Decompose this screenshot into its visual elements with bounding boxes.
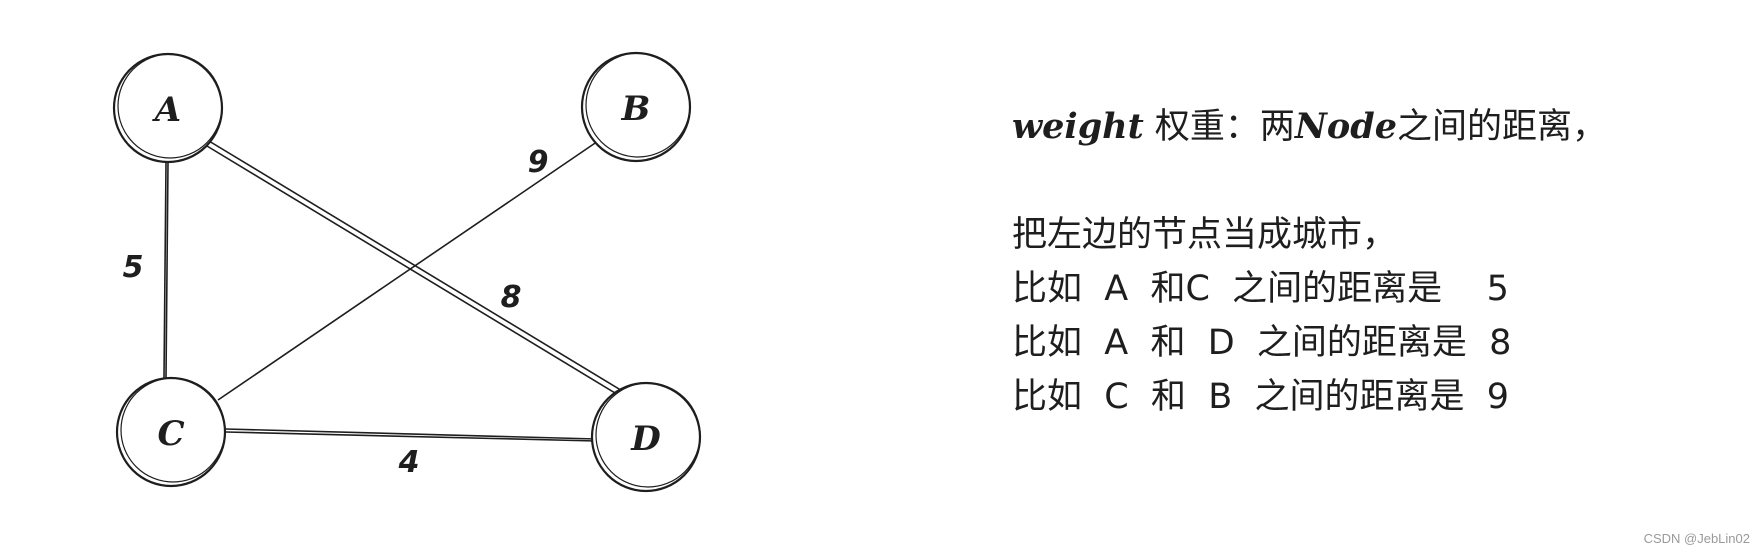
weight-text-a: 权重：两	[1143, 107, 1295, 147]
note-example-c-b: 比如 C 和 B 之间的距离是 9	[1012, 377, 1509, 417]
edge-weight-c-d: 4	[398, 445, 420, 480]
edge-weight-a-d: 8	[501, 280, 522, 315]
notes-panel: weight 权重：两Node之间的距离， 把左边的节点当成城市， 比如 A 和…	[1012, 100, 1712, 424]
node-term: Node	[1294, 106, 1397, 147]
node-label-a: A	[152, 90, 181, 130]
weighted-graph-diagram: A B C D 5 8 9 4	[112, 51, 702, 493]
node-label-d: D	[630, 419, 661, 459]
note-example-a-c: 比如 A 和C 之间的距离是 5	[1012, 269, 1509, 309]
node-a: A	[112, 52, 224, 164]
edge-a-c	[163, 162, 167, 379]
note-example-a-d: 比如 A 和 D 之间的距离是 8	[1012, 323, 1512, 363]
node-c: C	[115, 376, 227, 488]
node-b: B	[580, 51, 692, 163]
edge-a-d	[203, 137, 625, 393]
node-label-b: B	[621, 89, 651, 129]
weight-text-b: 之间的距离，	[1397, 107, 1608, 147]
edge-weight-b-c: 9	[528, 145, 549, 180]
node-label-c: C	[157, 414, 184, 454]
edge-weight-a-c: 5	[123, 250, 144, 285]
node-d: D	[590, 381, 702, 493]
edge-b-c	[217, 136, 605, 401]
edge-c-d	[225, 428, 597, 440]
watermark: CSDN @JebLin02	[1643, 531, 1750, 546]
note-weight-definition: weight 权重：两Node之间的距离，	[1012, 100, 1712, 154]
note-city-analogy: 把左边的节点当成城市，	[1012, 215, 1398, 255]
weight-term: weight	[1012, 106, 1144, 147]
notes-spacer	[1012, 154, 1712, 208]
